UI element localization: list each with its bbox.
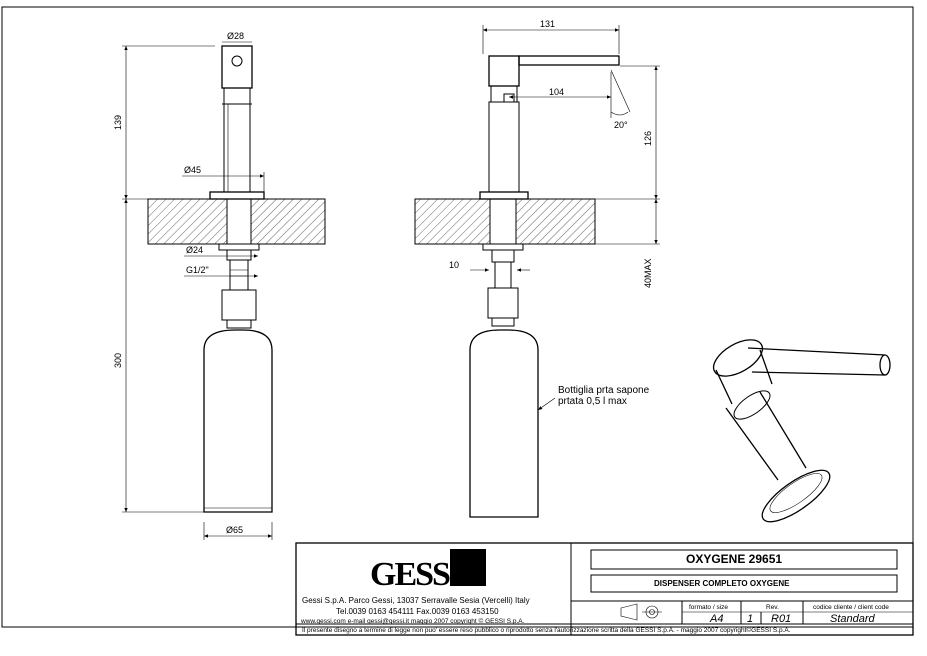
product-subtitle: DISPENSER COMPLETO OXYGENE [654, 579, 790, 588]
sheet-number: 1 [747, 613, 753, 625]
dim-flange-diameter: Ø45 [184, 165, 201, 175]
bottle-note-line2: prtata 0,5 l max [558, 396, 627, 407]
dim-spout-angle: 20° [614, 120, 628, 130]
product-title: OXYGENE 29651 [686, 552, 782, 566]
bottle-note-line1: Bottiglia prta sapone [558, 385, 650, 396]
projection-symbol-icon [620, 603, 662, 621]
rev-value: R01 [771, 613, 791, 625]
dim-lower-height: 300 [113, 353, 123, 368]
dim-total-width: 131 [540, 19, 555, 29]
client-code-value: Standard [830, 613, 876, 625]
spout [518, 55, 620, 66]
side-view: 131 104 20° 126 40MAX 10 Bottiglia prta … [414, 19, 660, 518]
dim-spout-height: 126 [643, 131, 653, 146]
dim-top-diameter: Ø28 [227, 31, 244, 41]
sheet-border [1, 6, 914, 628]
format-value: A4 [709, 613, 723, 625]
dim-spout-length: 104 [549, 87, 564, 97]
dim-nut-diameter: Ø24 [186, 245, 203, 255]
client-code-label: codice cliente / client code [813, 604, 889, 611]
gessi-logo: GESSI [370, 556, 462, 593]
company-phone: Tel.0039 0163 454111 Fax.0039 0163 45315… [336, 607, 499, 616]
title-block: GESSI Gessi S.p.A. Parco Gessi, 13037 Se… [295, 542, 914, 636]
dim-upper-height: 139 [113, 115, 123, 130]
dim-deck-thickness: 40MAX [643, 258, 653, 288]
format-label: formato / size [689, 604, 728, 611]
soap-bottle [203, 329, 273, 513]
rev-label: Rev. [766, 604, 779, 611]
dim-offset: 10 [449, 260, 459, 270]
soap-bottle-side [469, 329, 539, 518]
company-address: Gessi S.p.A. Parco Gessi, 13037 Serraval… [302, 596, 530, 605]
isometric-sketch [712, 339, 891, 523]
dim-thread: G1/2" [186, 265, 209, 275]
logo-block [450, 549, 486, 586]
front-view: Ø28 139 Ø45 Ø24 G1/2" 300 Ø65 [113, 31, 326, 540]
dim-bottle-diameter: Ø65 [226, 525, 243, 535]
copyright-footer: Il presente disegno a termine di legge n… [302, 626, 791, 634]
company-web: www.gessi.com e-mail gessi@gessi.it magg… [300, 617, 525, 625]
